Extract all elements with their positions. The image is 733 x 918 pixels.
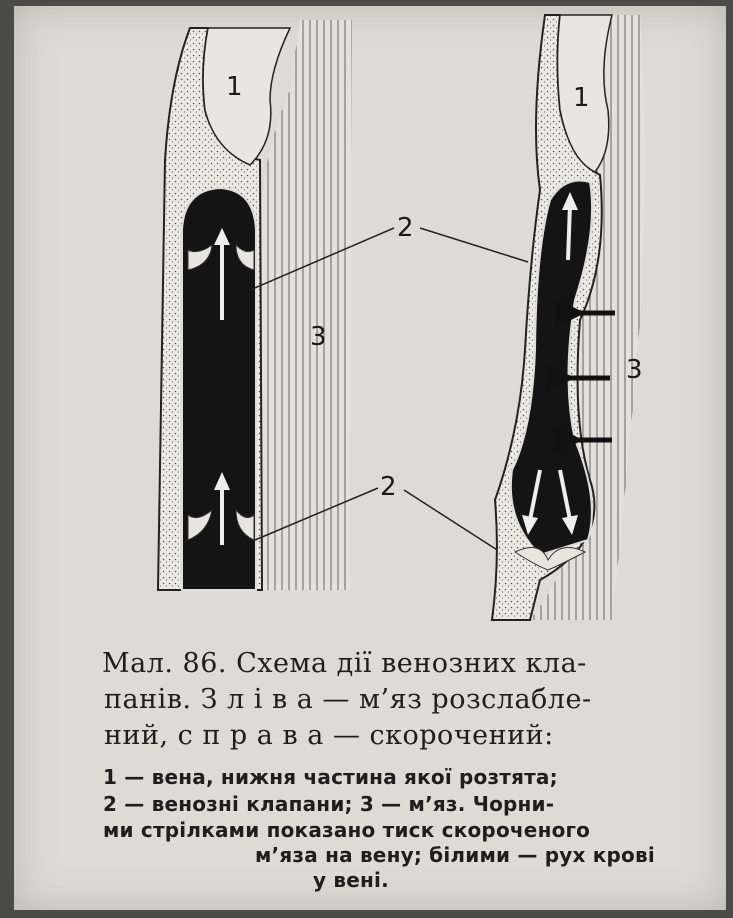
- caption-line-3: ний, с п р а в а — скорочений:: [104, 720, 554, 751]
- valve-top-left: [187, 243, 213, 271]
- caption-line-7: м’яза на вену; білими — рух крові: [255, 843, 655, 867]
- white-arrow-down-left: [522, 469, 542, 535]
- valve-bottom-right: [235, 508, 255, 541]
- pointer-line-top-left: [249, 227, 395, 291]
- muscle-right: [530, 15, 645, 620]
- valve-top-right: [235, 243, 255, 271]
- caption-line-2: панів. З л і в а — м’яз розслабле-: [104, 684, 592, 715]
- white-arrow-down-right: [558, 469, 578, 535]
- label-1-right: 1: [573, 83, 590, 113]
- vein-upper-right: [556, 14, 613, 173]
- vein-upper-left: [202, 27, 292, 166]
- pointer-line-bottom-left: [254, 487, 379, 541]
- label-2-bottom: 2: [380, 472, 397, 502]
- caption-line-1: Мал. 86. Схема дії венозних кла-: [102, 648, 587, 679]
- label-3-right: 3: [626, 355, 643, 385]
- label-3-left: 3: [310, 322, 327, 352]
- pointer-line-bottom-right: [403, 489, 506, 556]
- caption-line-6: ми стрілками показано тиск скороченого: [103, 818, 591, 842]
- valve-bottom-right-panel: [513, 547, 587, 571]
- blood-channel-left: [181, 186, 257, 591]
- label-2-top: 2: [397, 213, 414, 243]
- right-panel-contracted: 1 3: [490, 14, 645, 621]
- white-arrow-bottom-left: [214, 472, 230, 545]
- white-arrow-top-left: [214, 228, 230, 320]
- caption-line-5: 2 — венозні клапани; 3 — м’яз. Чорни-: [103, 792, 555, 816]
- white-arrow-up-right: [562, 192, 578, 261]
- pointer-line-top-right: [419, 227, 529, 263]
- label-1-left: 1: [226, 72, 243, 102]
- valve-bottom-left: [187, 508, 213, 541]
- muscle-left: [262, 20, 352, 590]
- left-panel-relaxed: 1 3: [156, 20, 352, 591]
- caption-line-4: 1 — вена, нижня частина якої розтята;: [103, 765, 558, 789]
- caption-line-8: у вені.: [313, 868, 389, 892]
